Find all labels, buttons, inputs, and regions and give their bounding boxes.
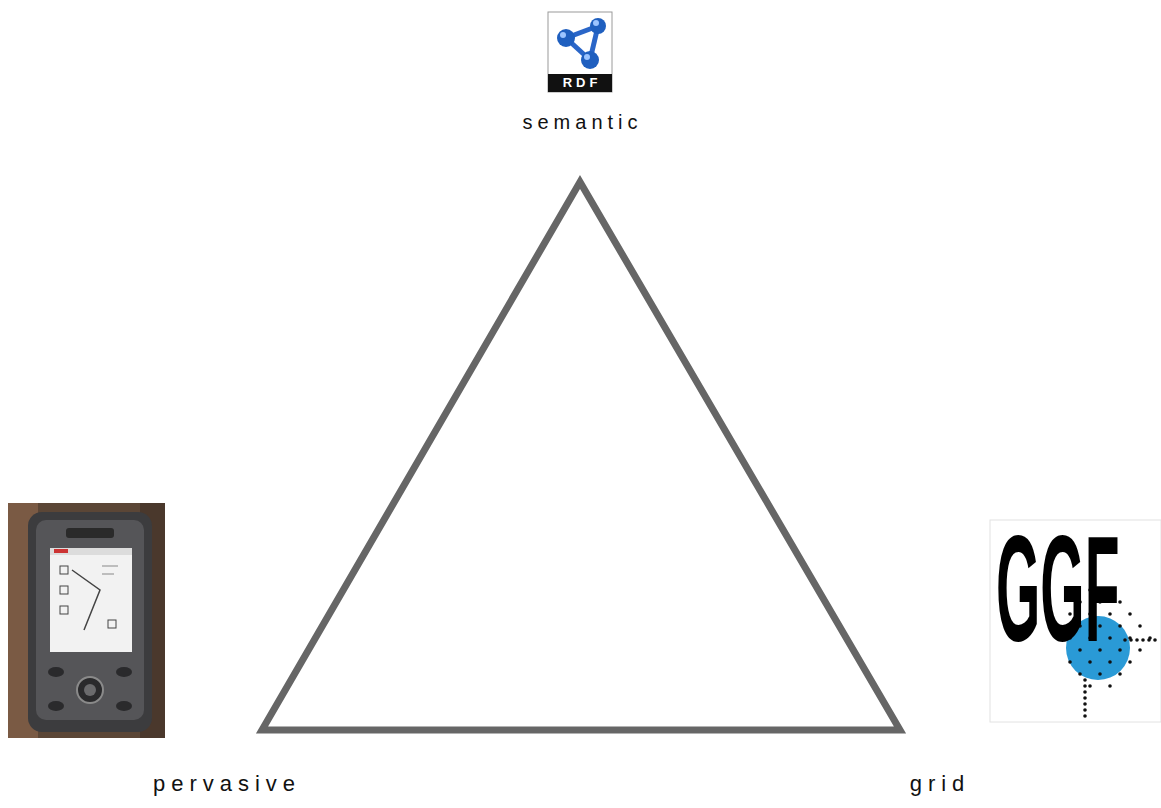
corner-label: pervasive	[153, 773, 301, 795]
corner-label: grid	[910, 773, 971, 795]
rdf-logo	[548, 12, 612, 92]
triangle	[262, 182, 900, 730]
logo-text: GGF	[996, 514, 1119, 664]
logo-text: RDF	[563, 76, 602, 89]
corner-label: semantic	[522, 112, 642, 132]
pda-photo	[8, 503, 165, 738]
